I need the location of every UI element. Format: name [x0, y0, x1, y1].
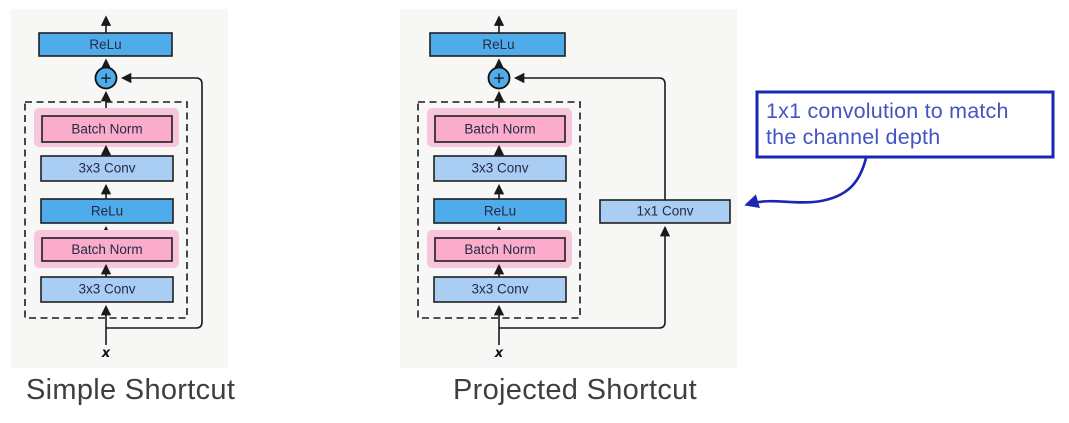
add-node-circle — [94, 66, 118, 90]
relu-output-box — [429, 32, 566, 57]
residual-block-outline — [417, 101, 581, 319]
conv3x3-1-label: 3x3 Conv — [78, 161, 135, 176]
projection-shortcut-upper-path — [513, 72, 666, 200]
plus-icon: + — [100, 69, 113, 87]
input-x-label: x — [494, 346, 504, 361]
left-panel-background — [11, 9, 228, 368]
batch-norm-2-box — [41, 237, 173, 262]
relu-output-label: ReLu — [482, 37, 514, 52]
conv3x3-1-box — [433, 155, 567, 182]
conv3x3-2-label: 3x3 Conv — [471, 282, 528, 297]
caption-simple-shortcut: Simple Shortcut — [26, 374, 235, 406]
conv3x3-1-box — [40, 155, 174, 182]
projected-shortcut-diagram: ReLu + Batch Norm 3x3 Conv ReLu Batch No… — [400, 9, 737, 368]
conv3x3-2-box — [40, 276, 174, 303]
batch-norm-2-label: Batch Norm — [464, 242, 535, 257]
relu-output-box — [38, 32, 173, 57]
plus-icon: + — [493, 69, 506, 87]
batch-norm-2-label: Batch Norm — [71, 242, 142, 257]
relu-mid-label: ReLu — [91, 204, 123, 219]
batch-norm-1-box — [434, 115, 566, 143]
annotation-box — [755, 90, 1055, 159]
batch-norm-1-box — [41, 115, 173, 143]
add-node-circle — [487, 66, 511, 90]
annotation-callout: 1x1 convolution to match the channel dep… — [744, 90, 1055, 209]
residual-block-outline — [24, 101, 188, 319]
simple-shortcut-diagram: ReLu + Batch Norm 3x3 Conv ReLu Batch No… — [11, 9, 228, 368]
relu-output-label: ReLu — [89, 37, 121, 52]
annotation-line1: 1x1 convolution to match — [766, 99, 1009, 123]
batch-norm-1-label: Batch Norm — [464, 122, 535, 137]
conv1x1-label: 1x1 Conv — [636, 204, 693, 219]
right-panel-background — [400, 9, 737, 368]
conv3x3-2-box — [433, 276, 567, 303]
annotation-arrow — [744, 157, 868, 209]
conv3x3-1-label: 3x3 Conv — [471, 161, 528, 176]
projection-shortcut-lower-path — [499, 225, 671, 329]
annotation-line2: the channel depth — [766, 125, 940, 149]
caption-projected-shortcut: Projected Shortcut — [453, 374, 697, 406]
relu-mid-label: ReLu — [484, 204, 516, 219]
relu-mid-box — [433, 198, 567, 224]
batch-norm-1-label: Batch Norm — [71, 122, 142, 137]
batch-norm-2-box — [434, 237, 566, 262]
input-x-label: x — [101, 346, 111, 361]
conv3x3-2-label: 3x3 Conv — [78, 282, 135, 297]
relu-mid-box — [40, 198, 174, 224]
identity-shortcut-path — [106, 72, 203, 329]
